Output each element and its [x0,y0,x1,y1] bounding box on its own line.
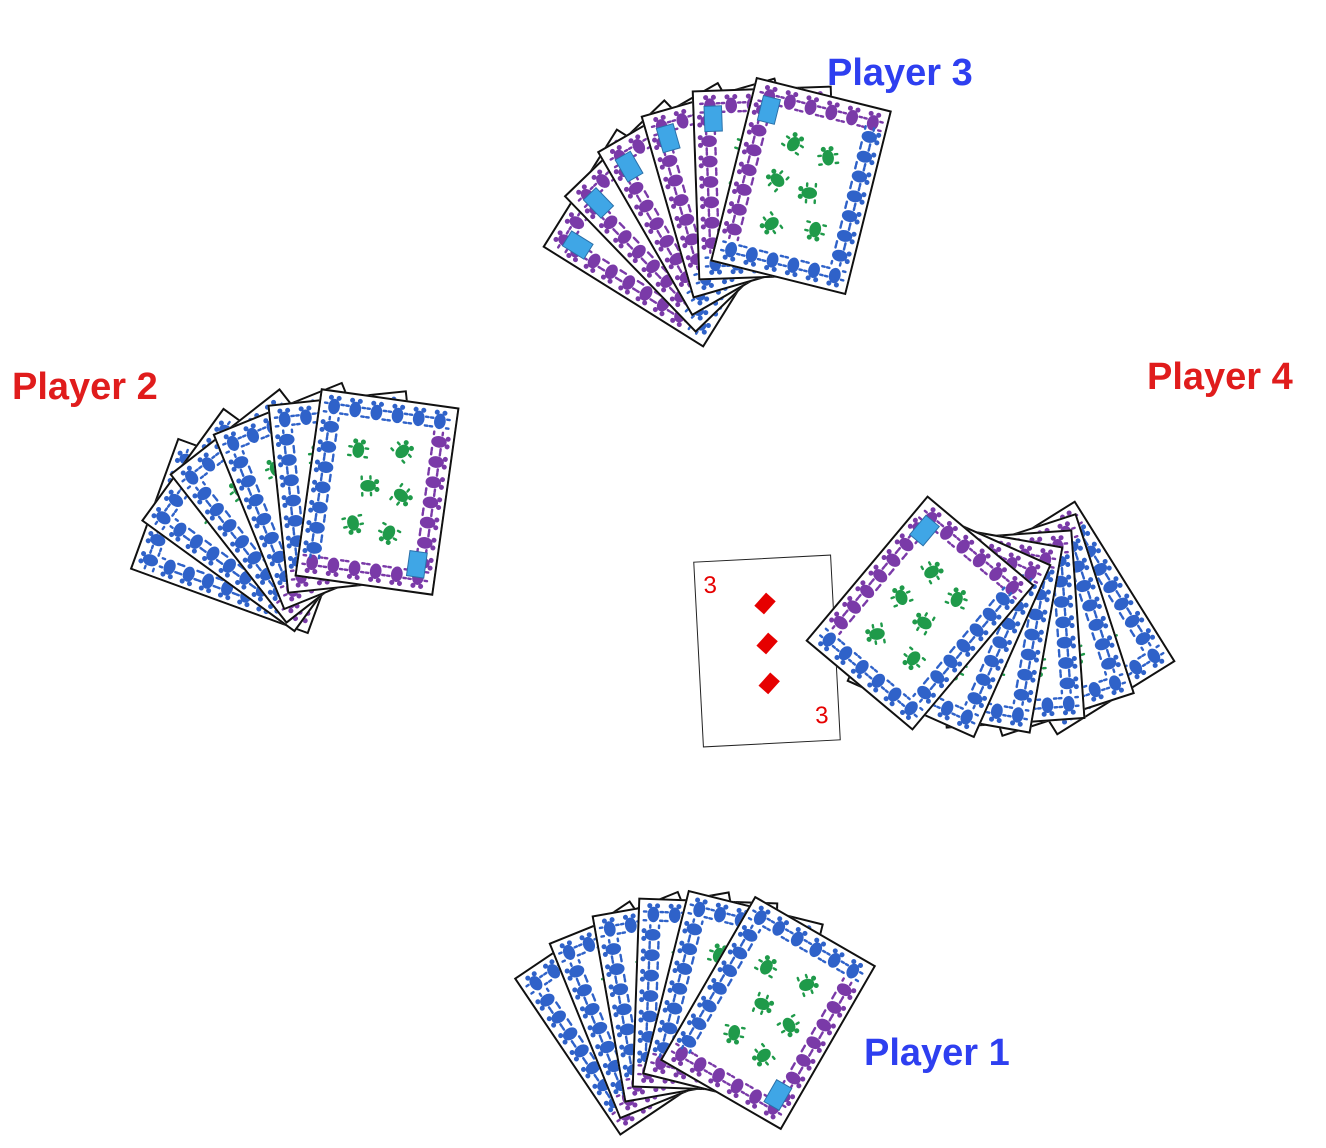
diamond-icon [756,632,778,655]
card-back[interactable] [659,895,876,1131]
player-2-label: Player 2 [12,366,158,408]
card-rank-bottom: 3 [814,701,830,730]
card-back [294,388,460,596]
diamond-icon [754,592,776,615]
player-3-label: Player 3 [827,52,973,94]
card-back [710,77,893,296]
player-4-label: Player 4 [1147,356,1293,398]
player-1-label: Player 1 [864,1032,1010,1074]
card-rank-top: 3 [702,571,718,600]
diamond-icon [758,672,780,695]
card-back [804,494,1035,731]
